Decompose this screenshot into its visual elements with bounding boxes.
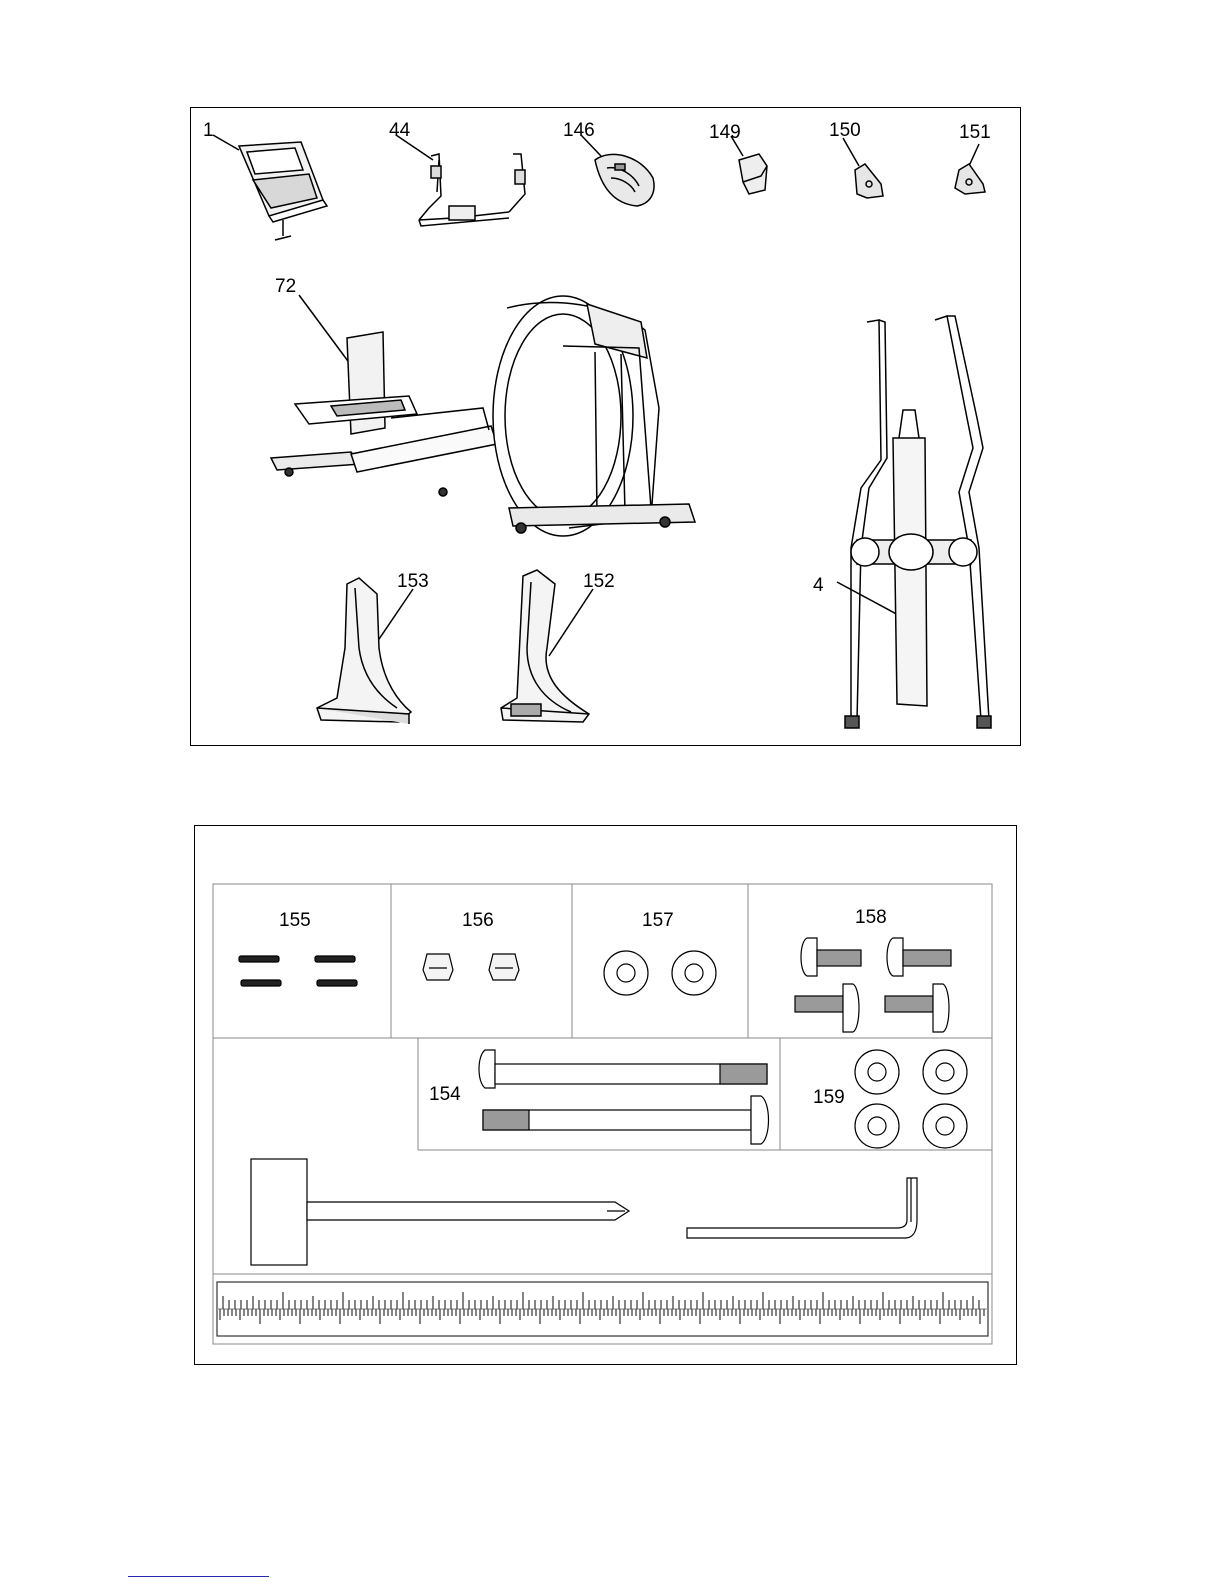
part-label-156: 156 bbox=[462, 911, 494, 930]
console-part-drawing bbox=[213, 135, 327, 240]
part-label-151: 151 bbox=[959, 123, 991, 142]
hardware-panel: 155 156 157 158 154 159 bbox=[194, 825, 1017, 1365]
part-label-1: 1 bbox=[203, 121, 214, 140]
end-cap-150-drawing bbox=[843, 138, 883, 198]
part-label-150: 150 bbox=[829, 121, 861, 140]
shroud-part-drawing bbox=[581, 135, 654, 206]
end-cap-151-drawing bbox=[955, 144, 985, 194]
part-label-153: 153 bbox=[397, 572, 429, 591]
long-bolts-154-drawing bbox=[479, 1050, 769, 1144]
part-label-4: 4 bbox=[813, 576, 824, 595]
bolts-158-drawing bbox=[795, 938, 951, 1032]
hex-key-drawing bbox=[687, 1178, 917, 1238]
part-label-158: 158 bbox=[855, 908, 887, 927]
footer-underline bbox=[128, 1576, 269, 1577]
hardware-illustration bbox=[195, 826, 1018, 1366]
part-label-44: 44 bbox=[389, 121, 410, 140]
part-label-149: 149 bbox=[709, 123, 741, 142]
washers-159-drawing bbox=[855, 1050, 967, 1148]
part-label-152: 152 bbox=[583, 572, 615, 591]
part-label-157: 157 bbox=[642, 911, 674, 930]
cap-part-drawing bbox=[731, 136, 767, 194]
ruler-drawing bbox=[217, 1282, 988, 1336]
upright-arms-drawing bbox=[837, 316, 991, 728]
nuts-156-drawing bbox=[423, 954, 519, 980]
handlebar-part-drawing bbox=[396, 135, 525, 226]
screwdriver-drawing bbox=[251, 1159, 629, 1265]
washers-157-drawing bbox=[604, 951, 716, 995]
leg-support-153-drawing bbox=[317, 578, 413, 724]
part-label-154: 154 bbox=[429, 1085, 461, 1104]
main-frame-drawing bbox=[271, 295, 695, 536]
parts-panel: 1 44 146 149 150 151 72 153 152 4 bbox=[190, 107, 1021, 746]
screws-155-drawing bbox=[239, 956, 357, 986]
part-label-155: 155 bbox=[279, 911, 311, 930]
part-label-159: 159 bbox=[813, 1088, 845, 1107]
parts-illustration bbox=[191, 108, 1022, 747]
leg-support-152-drawing bbox=[501, 570, 593, 722]
part-label-72: 72 bbox=[275, 277, 296, 296]
part-label-146: 146 bbox=[563, 121, 595, 140]
